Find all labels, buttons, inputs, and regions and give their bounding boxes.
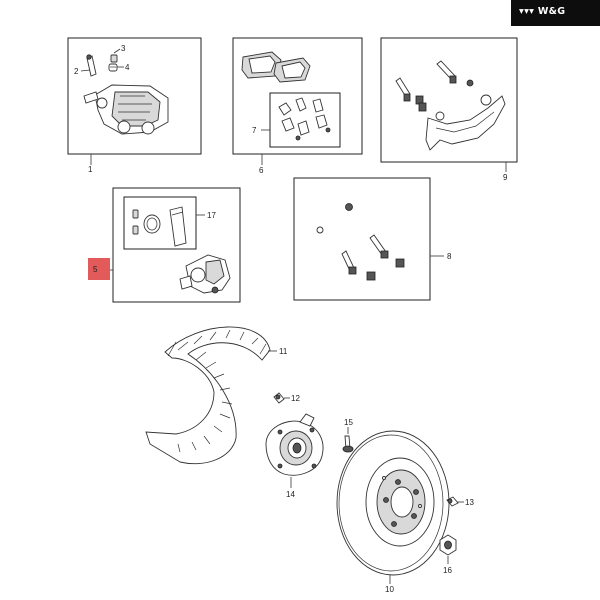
- hub-bearing-illustration: [265, 413, 324, 476]
- wheel-stud-group[interactable]: 15: [342, 418, 354, 453]
- callout-15[interactable]: 15: [344, 418, 353, 427]
- dust-shield-illustration: [145, 326, 271, 465]
- bolt-kit-illustration: [316, 203, 405, 281]
- bleeder-screw-illustration: [86, 54, 97, 77]
- bolt-kit-frame: [293, 177, 431, 301]
- callout-10[interactable]: 10: [385, 585, 394, 594]
- brake-rotor-illustration: [336, 430, 450, 576]
- hub-nut-illustration: [439, 534, 457, 556]
- hub-nut-group[interactable]: 16: [439, 534, 457, 575]
- bolt-kit-group[interactable]: 8: [293, 177, 452, 301]
- dust-shield-group[interactable]: 11: [145, 326, 288, 465]
- callout-11[interactable]: 11: [279, 347, 288, 356]
- brake-pads-illustration: [241, 51, 311, 83]
- callout-12[interactable]: 12: [291, 394, 300, 403]
- callout-8[interactable]: 8: [447, 252, 452, 261]
- callout-4[interactable]: 4: [125, 63, 130, 72]
- callout-7[interactable]: 7: [252, 126, 257, 135]
- mounting-bolts-illustration: [395, 60, 474, 112]
- rotor-screw-group[interactable]: 13: [446, 496, 474, 507]
- rotor-screw-illustration: [446, 496, 459, 507]
- brand-logo: ▾▾▾ W&G: [519, 6, 566, 17]
- callout-5[interactable]: 5: [93, 265, 98, 274]
- brake-pad-frame: [232, 37, 363, 155]
- callout-3[interactable]: 3: [121, 44, 126, 53]
- callout-17[interactable]: 17: [207, 211, 216, 220]
- guide-pin-cap-illustration: [108, 63, 118, 72]
- actuator-group[interactable]: 17 5: [88, 187, 241, 303]
- shield-bolt-group[interactable]: 12: [273, 392, 300, 404]
- caliper-illustration: [83, 84, 169, 135]
- highlight-box: [88, 258, 110, 280]
- callout-1[interactable]: 1: [88, 165, 93, 174]
- hub-bearing-group[interactable]: 14: [265, 413, 324, 499]
- actuator-seal-kit-frame: [123, 196, 197, 250]
- caliper-bracket-group[interactable]: 9: [380, 37, 518, 182]
- brand-logo-bar: [511, 0, 600, 26]
- callout-6[interactable]: 6: [259, 166, 264, 175]
- actuator-frame: [112, 187, 241, 303]
- actuator-motor-illustration: [179, 254, 231, 294]
- shield-bolt-illustration: [273, 392, 285, 404]
- callout-13[interactable]: 13: [465, 498, 474, 507]
- brake-rotor-group[interactable]: 10: [336, 430, 450, 594]
- pad-hardware-frame: [269, 92, 341, 148]
- caliper-group[interactable]: 1 2 3 4: [67, 37, 202, 174]
- seal-kit-illustration: [132, 206, 187, 247]
- cap-illustration: [110, 54, 118, 63]
- pad-clips-illustration: [278, 97, 331, 141]
- callout-14[interactable]: 14: [286, 490, 295, 499]
- callout-2[interactable]: 2: [74, 67, 79, 76]
- callout-9[interactable]: 9: [503, 173, 508, 182]
- caliper-bracket-frame: [380, 37, 518, 163]
- callout-16[interactable]: 16: [443, 566, 452, 575]
- caliper-frame: [67, 37, 202, 155]
- wheel-stud-illustration: [342, 435, 354, 453]
- brand-logo-text: W&G: [537, 6, 566, 17]
- brake-pad-group[interactable]: 7 6: [232, 37, 363, 175]
- bracket-illustration: [425, 94, 506, 151]
